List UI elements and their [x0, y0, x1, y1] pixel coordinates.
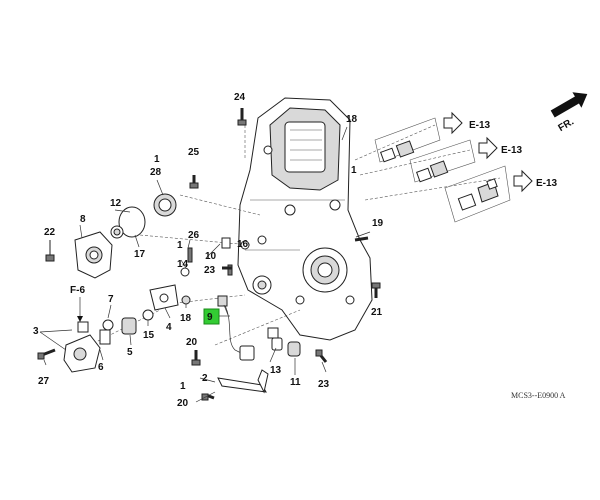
ref-f6[interactable]: F-6 — [70, 285, 85, 322]
bolt-20-upper — [191, 350, 201, 366]
callout-27: 27 — [38, 376, 50, 387]
callout-23-bot: 23 — [318, 379, 330, 390]
callout-25: 25 — [188, 147, 200, 158]
front-direction-arrow: FR. — [550, 92, 588, 134]
callout-8: 8 — [80, 214, 86, 225]
bolt-22 — [45, 240, 55, 262]
drawing-code: MCS3--E0900 A — [511, 391, 566, 400]
ref-e13-b: E-13 — [501, 145, 523, 156]
bolt-19 — [354, 236, 369, 242]
bracket-2 — [217, 369, 269, 394]
ref-arrow-e13-b[interactable]: E-13 — [478, 136, 523, 160]
callout-6: 6 — [98, 362, 104, 373]
callout-1-bot: 1 — [180, 381, 186, 392]
callout-13: 13 — [270, 365, 282, 376]
callout-21: 21 — [371, 307, 383, 318]
callouts: 1 28 25 24 18 1 12 17 8 22 26 1 14 10 23… — [33, 92, 384, 409]
bolt-27 — [37, 348, 56, 360]
sensor-9-harness — [217, 295, 255, 361]
callout-20-b: 20 — [177, 398, 189, 409]
callout-28: 28 — [150, 167, 162, 178]
callout-17: 17 — [134, 249, 146, 260]
callout-23-mid: 23 — [204, 265, 216, 276]
callout-2: 2 — [202, 373, 208, 384]
pump-housing-8 — [74, 231, 113, 279]
callout-20-a: 20 — [186, 337, 198, 348]
assembly-guide-lines — [79, 120, 501, 351]
callout-10: 10 — [205, 251, 217, 262]
bolts — [37, 108, 381, 401]
callout-15: 15 — [143, 330, 155, 341]
bearing-and-seal-parts — [110, 193, 177, 239]
bolt-20-lower — [201, 393, 215, 401]
bolt-24 — [237, 108, 247, 126]
callout-18-top: 18 — [346, 114, 358, 125]
callout-11: 11 — [290, 377, 301, 388]
callout-12: 12 — [110, 198, 122, 209]
fr-label: FR. — [556, 116, 576, 134]
callout-5: 5 — [127, 347, 133, 358]
highlight-label: 9 — [207, 312, 213, 323]
pump-assembly-lower — [63, 309, 154, 373]
callout-18-low: 18 — [180, 313, 192, 324]
callout-24: 24 — [234, 92, 246, 103]
small-fittings — [180, 237, 250, 305]
bolt-21 — [371, 282, 381, 298]
bolt-25 — [189, 175, 199, 189]
crankcase-cover — [237, 97, 373, 341]
callout-1-top: 1 — [154, 154, 160, 165]
highlighted-part-9[interactable]: 9 — [203, 308, 230, 325]
callout-3: 3 — [33, 326, 39, 337]
right-side-plug-assemblies — [374, 117, 511, 223]
ref-e13-a: E-13 — [469, 120, 491, 131]
callout-1-left: 1 — [177, 240, 183, 251]
ref-f6-label: F-6 — [70, 285, 85, 296]
callout-7: 7 — [108, 294, 114, 305]
dowel-13-11 — [267, 327, 301, 357]
ref-arrow-e13-c[interactable]: E-13 — [513, 169, 558, 193]
leader-lines — [39, 126, 371, 403]
callout-14: 14 — [177, 259, 189, 270]
callout-16: 16 — [237, 239, 249, 250]
ref-arrow-e13-a[interactable]: E-13 — [443, 111, 491, 135]
callout-4: 4 — [166, 322, 172, 333]
callout-1-mid: 1 — [351, 165, 357, 176]
gasket-4 — [149, 284, 179, 311]
bolt-23-bot — [315, 349, 328, 363]
callout-19: 19 — [372, 218, 384, 229]
callout-26: 26 — [188, 230, 200, 241]
ref-e13-c: E-13 — [536, 178, 558, 189]
callout-22: 22 — [44, 227, 56, 238]
